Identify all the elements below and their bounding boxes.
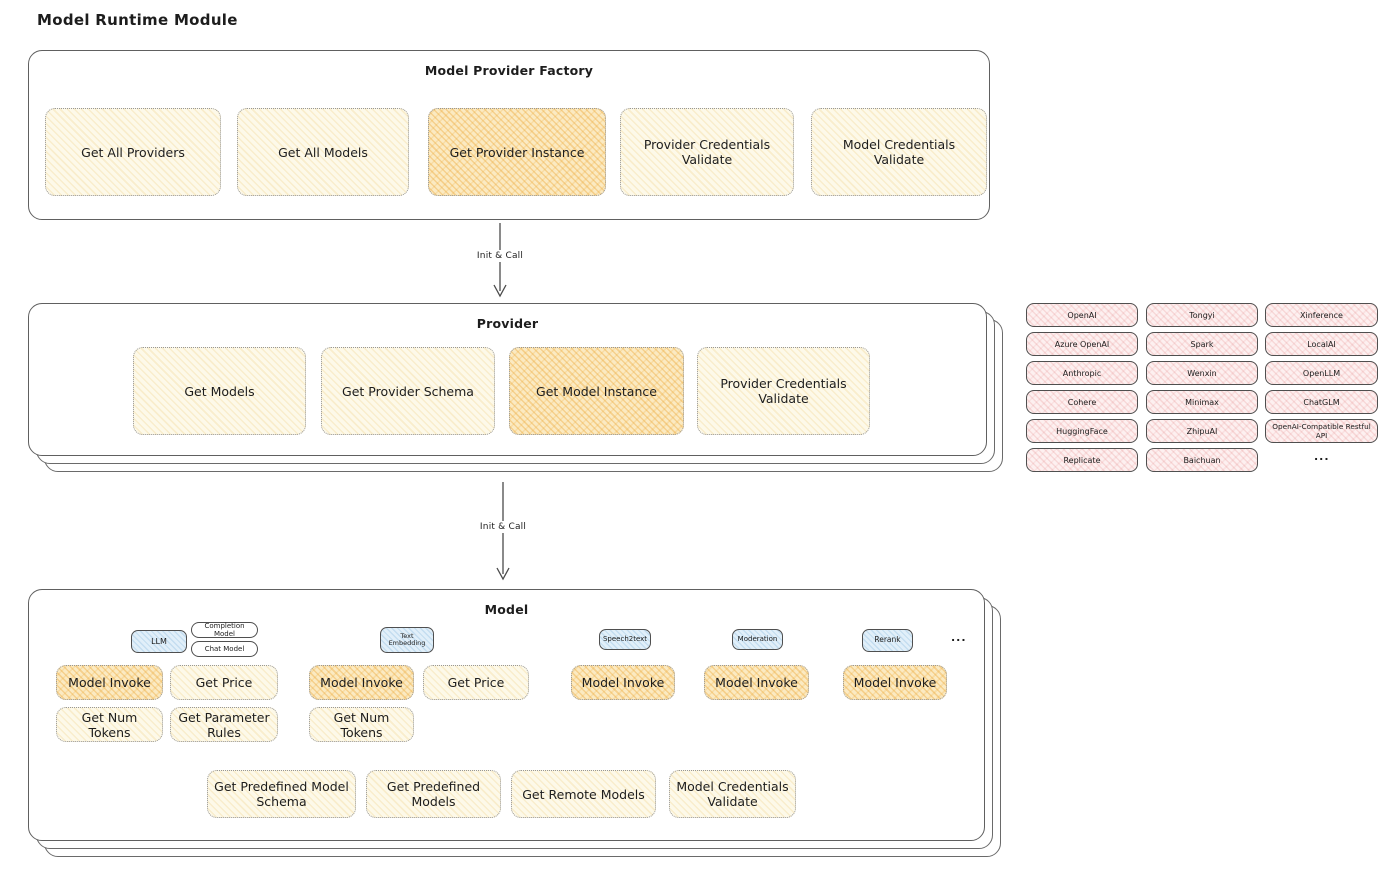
factory-title: Model Provider Factory — [424, 63, 594, 78]
provider-chip-baichuan: Baichuan — [1146, 448, 1258, 472]
embedding-model-invoke: Model Invoke — [309, 665, 414, 700]
provider-item-get-models: Get Models — [133, 347, 306, 435]
tab-text-embedding: Text Embedding — [380, 627, 434, 653]
get-remote-models: Get Remote Models — [511, 770, 656, 818]
provider-chip-spark: Spark — [1146, 332, 1258, 356]
tabs-more-ellipsis: ... — [951, 631, 967, 644]
arrow-label-init-call-bottom: Init & Call — [475, 521, 531, 533]
provider-chip-replicate: Replicate — [1026, 448, 1138, 472]
provider-chip-localai: LocalAI — [1265, 332, 1378, 356]
llm-get-num-tokens: Get Num Tokens — [56, 707, 163, 742]
provider-chip-openai-compatible: OpenAI-Compatible Restful API — [1265, 419, 1378, 443]
tab-speech2text: Speech2text — [599, 629, 651, 650]
embedding-get-num-tokens: Get Num Tokens — [309, 707, 414, 742]
provider-grid-more-ellipsis: ... — [1314, 450, 1330, 463]
provider-chip-cohere: Cohere — [1026, 390, 1138, 414]
provider-chip-openllm: OpenLLM — [1265, 361, 1378, 385]
model-title: Model — [484, 602, 529, 617]
provider-item-provider-credentials-validate: Provider Credentials Validate — [697, 347, 870, 435]
factory-item-get-provider-instance: Get Provider Instance — [428, 108, 606, 196]
factory-item-get-all-providers: Get All Providers — [45, 108, 221, 196]
arrow-label-init-call-top: Init & Call — [472, 250, 528, 262]
llm-get-parameter-rules: Get Parameter Rules — [170, 707, 278, 742]
speech2text-model-invoke: Model Invoke — [571, 665, 675, 700]
page-title: Model Runtime Module — [37, 11, 238, 29]
factory-item-model-credentials-validate: Model Credentials Validate — [811, 108, 987, 196]
moderation-model-invoke: Model Invoke — [704, 665, 809, 700]
llm-model-invoke: Model Invoke — [56, 665, 163, 700]
provider-chip-minimax: Minimax — [1146, 390, 1258, 414]
get-predefined-model-schema: Get Predefined Model Schema — [207, 770, 356, 818]
provider-chip-azure-openai: Azure OpenAI — [1026, 332, 1138, 356]
model-credentials-validate: Model Credentials Validate — [669, 770, 796, 818]
provider-chip-tongyi: Tongyi — [1146, 303, 1258, 327]
factory-item-get-all-models: Get All Models — [237, 108, 409, 196]
provider-chip-anthropic: Anthropic — [1026, 361, 1138, 385]
provider-frame: Provider Get Models Get Provider Schema … — [28, 303, 987, 456]
model-frame: Model LLM Completion Model Chat Model Te… — [28, 589, 985, 841]
tab-moderation: Moderation — [732, 629, 783, 650]
factory-frame: Model Provider Factory Get All Providers… — [28, 50, 990, 220]
tab-llm: LLM — [131, 630, 187, 653]
factory-item-provider-credentials-validate: Provider Credentials Validate — [620, 108, 794, 196]
provider-chip-chatglm: ChatGLM — [1265, 390, 1378, 414]
provider-chip-wenxin: Wenxin — [1146, 361, 1258, 385]
llm-get-price: Get Price — [170, 665, 278, 700]
provider-chip-xinference: Xinference — [1265, 303, 1378, 327]
rerank-model-invoke: Model Invoke — [843, 665, 947, 700]
tab-rerank: Rerank — [862, 629, 913, 652]
provider-title: Provider — [476, 316, 539, 331]
provider-chip-huggingface: HuggingFace — [1026, 419, 1138, 443]
tab-chat-model: Chat Model — [191, 641, 258, 657]
provider-chip-zhipuai: ZhipuAI — [1146, 419, 1258, 443]
provider-chip-openai: OpenAI — [1026, 303, 1138, 327]
provider-item-get-provider-schema: Get Provider Schema — [321, 347, 495, 435]
embedding-get-price: Get Price — [423, 665, 529, 700]
get-predefined-models: Get Predefined Models — [366, 770, 501, 818]
tab-completion-model: Completion Model — [191, 622, 258, 638]
provider-item-get-model-instance: Get Model Instance — [509, 347, 684, 435]
